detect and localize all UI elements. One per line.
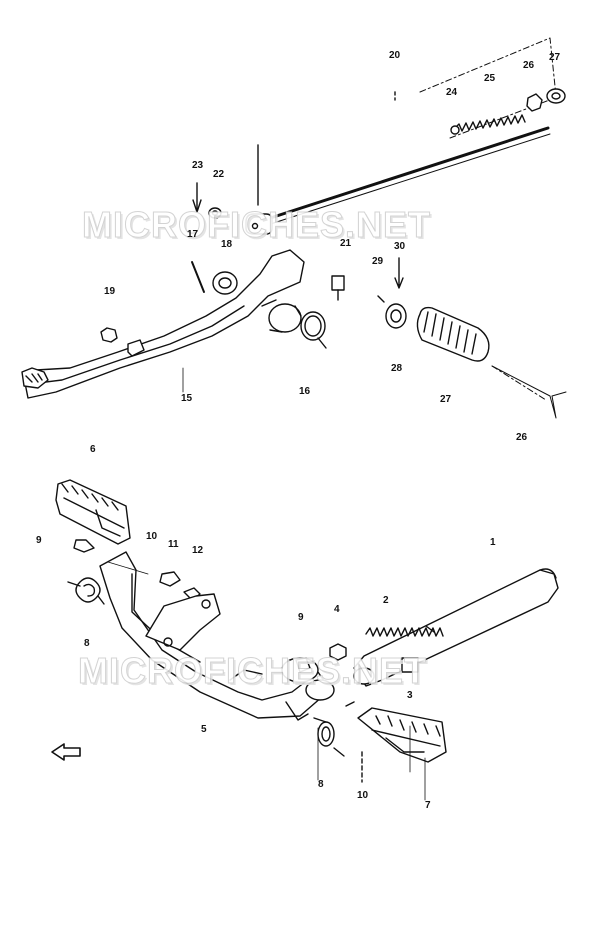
callout-17: 19 <box>104 286 116 297</box>
washer-20 <box>208 207 222 219</box>
side-stand-1 <box>353 568 559 687</box>
callout-19: 21 <box>340 238 352 249</box>
brake-rod-group <box>245 37 561 235</box>
callout-1: 1 <box>490 537 496 548</box>
callout-21: 23 <box>192 160 204 171</box>
watermark-top: MICROFICHES.NET <box>81 204 432 246</box>
nut-4 <box>329 643 347 661</box>
callout-27-value: 27 <box>440 394 452 405</box>
pin-29-30 <box>377 257 404 303</box>
spring-22-23 <box>450 114 526 135</box>
callout-6: 6 <box>90 444 96 455</box>
callout-14: 16 <box>299 386 311 397</box>
front-arrow-icon <box>51 743 81 761</box>
callout-9-mid: 9 <box>298 612 304 623</box>
callout-5: 5 <box>201 724 207 735</box>
bolt-15-washer <box>191 261 238 295</box>
callout-23: 25 <box>484 73 496 84</box>
callout-8-left: 8 <box>84 638 90 649</box>
callout-7: 7 <box>425 800 431 811</box>
bolt-9-mid <box>295 657 311 673</box>
pin-26 <box>491 365 567 419</box>
spring-8-right <box>313 717 345 757</box>
bolt-9-left <box>73 539 95 553</box>
callout-10-right: 10 <box>357 790 369 801</box>
spring-14 <box>294 305 327 349</box>
pin-10-right <box>345 701 363 783</box>
leader-lines <box>107 367 426 801</box>
nut-24-25 <box>526 88 566 112</box>
footrest-bracket-5 <box>99 551 335 721</box>
callout-30: 30 <box>394 241 406 252</box>
callout-20: 22 <box>213 169 225 180</box>
callout-2: 2 <box>383 595 389 606</box>
callout-10-left: 10 <box>146 531 158 542</box>
callout-25: 27 <box>549 52 561 63</box>
callout-29: 29 <box>372 256 384 267</box>
footrest-7 <box>357 707 447 763</box>
spring-2 <box>365 625 444 637</box>
callout-13: 15 <box>181 393 193 404</box>
callout-22: 24 <box>446 87 458 98</box>
callout-8-right: 8 <box>318 779 324 790</box>
callout-18: 20 <box>389 50 401 61</box>
callout-11: 11 <box>168 539 179 550</box>
brake-pedal-13 <box>21 249 305 399</box>
callout-24: 26 <box>523 60 535 71</box>
footrest-6 <box>55 479 131 545</box>
callout-4: 4 <box>334 604 340 615</box>
callout-26: 26 <box>516 432 527 444</box>
callout-27-visible: 2727 <box>440 394 451 406</box>
callout-9-left: 9 <box>36 535 42 546</box>
spring-8-left <box>67 577 105 605</box>
callout-16: 18 <box>221 239 233 250</box>
callout-15: 17 <box>187 229 199 240</box>
callout-26-value: 26 <box>516 432 528 443</box>
watermark-bottom: MICROFICHES.NET <box>77 650 428 692</box>
bolt-19 <box>331 275 345 301</box>
bolt-12 <box>159 571 201 601</box>
callout-28: 28 <box>391 363 403 374</box>
nut-17 <box>100 327 118 343</box>
peg-rubber-27-28 <box>385 303 490 362</box>
pin-21 <box>192 182 202 213</box>
callout-3: 3 <box>407 690 413 701</box>
callout-12: 12 <box>192 545 204 556</box>
